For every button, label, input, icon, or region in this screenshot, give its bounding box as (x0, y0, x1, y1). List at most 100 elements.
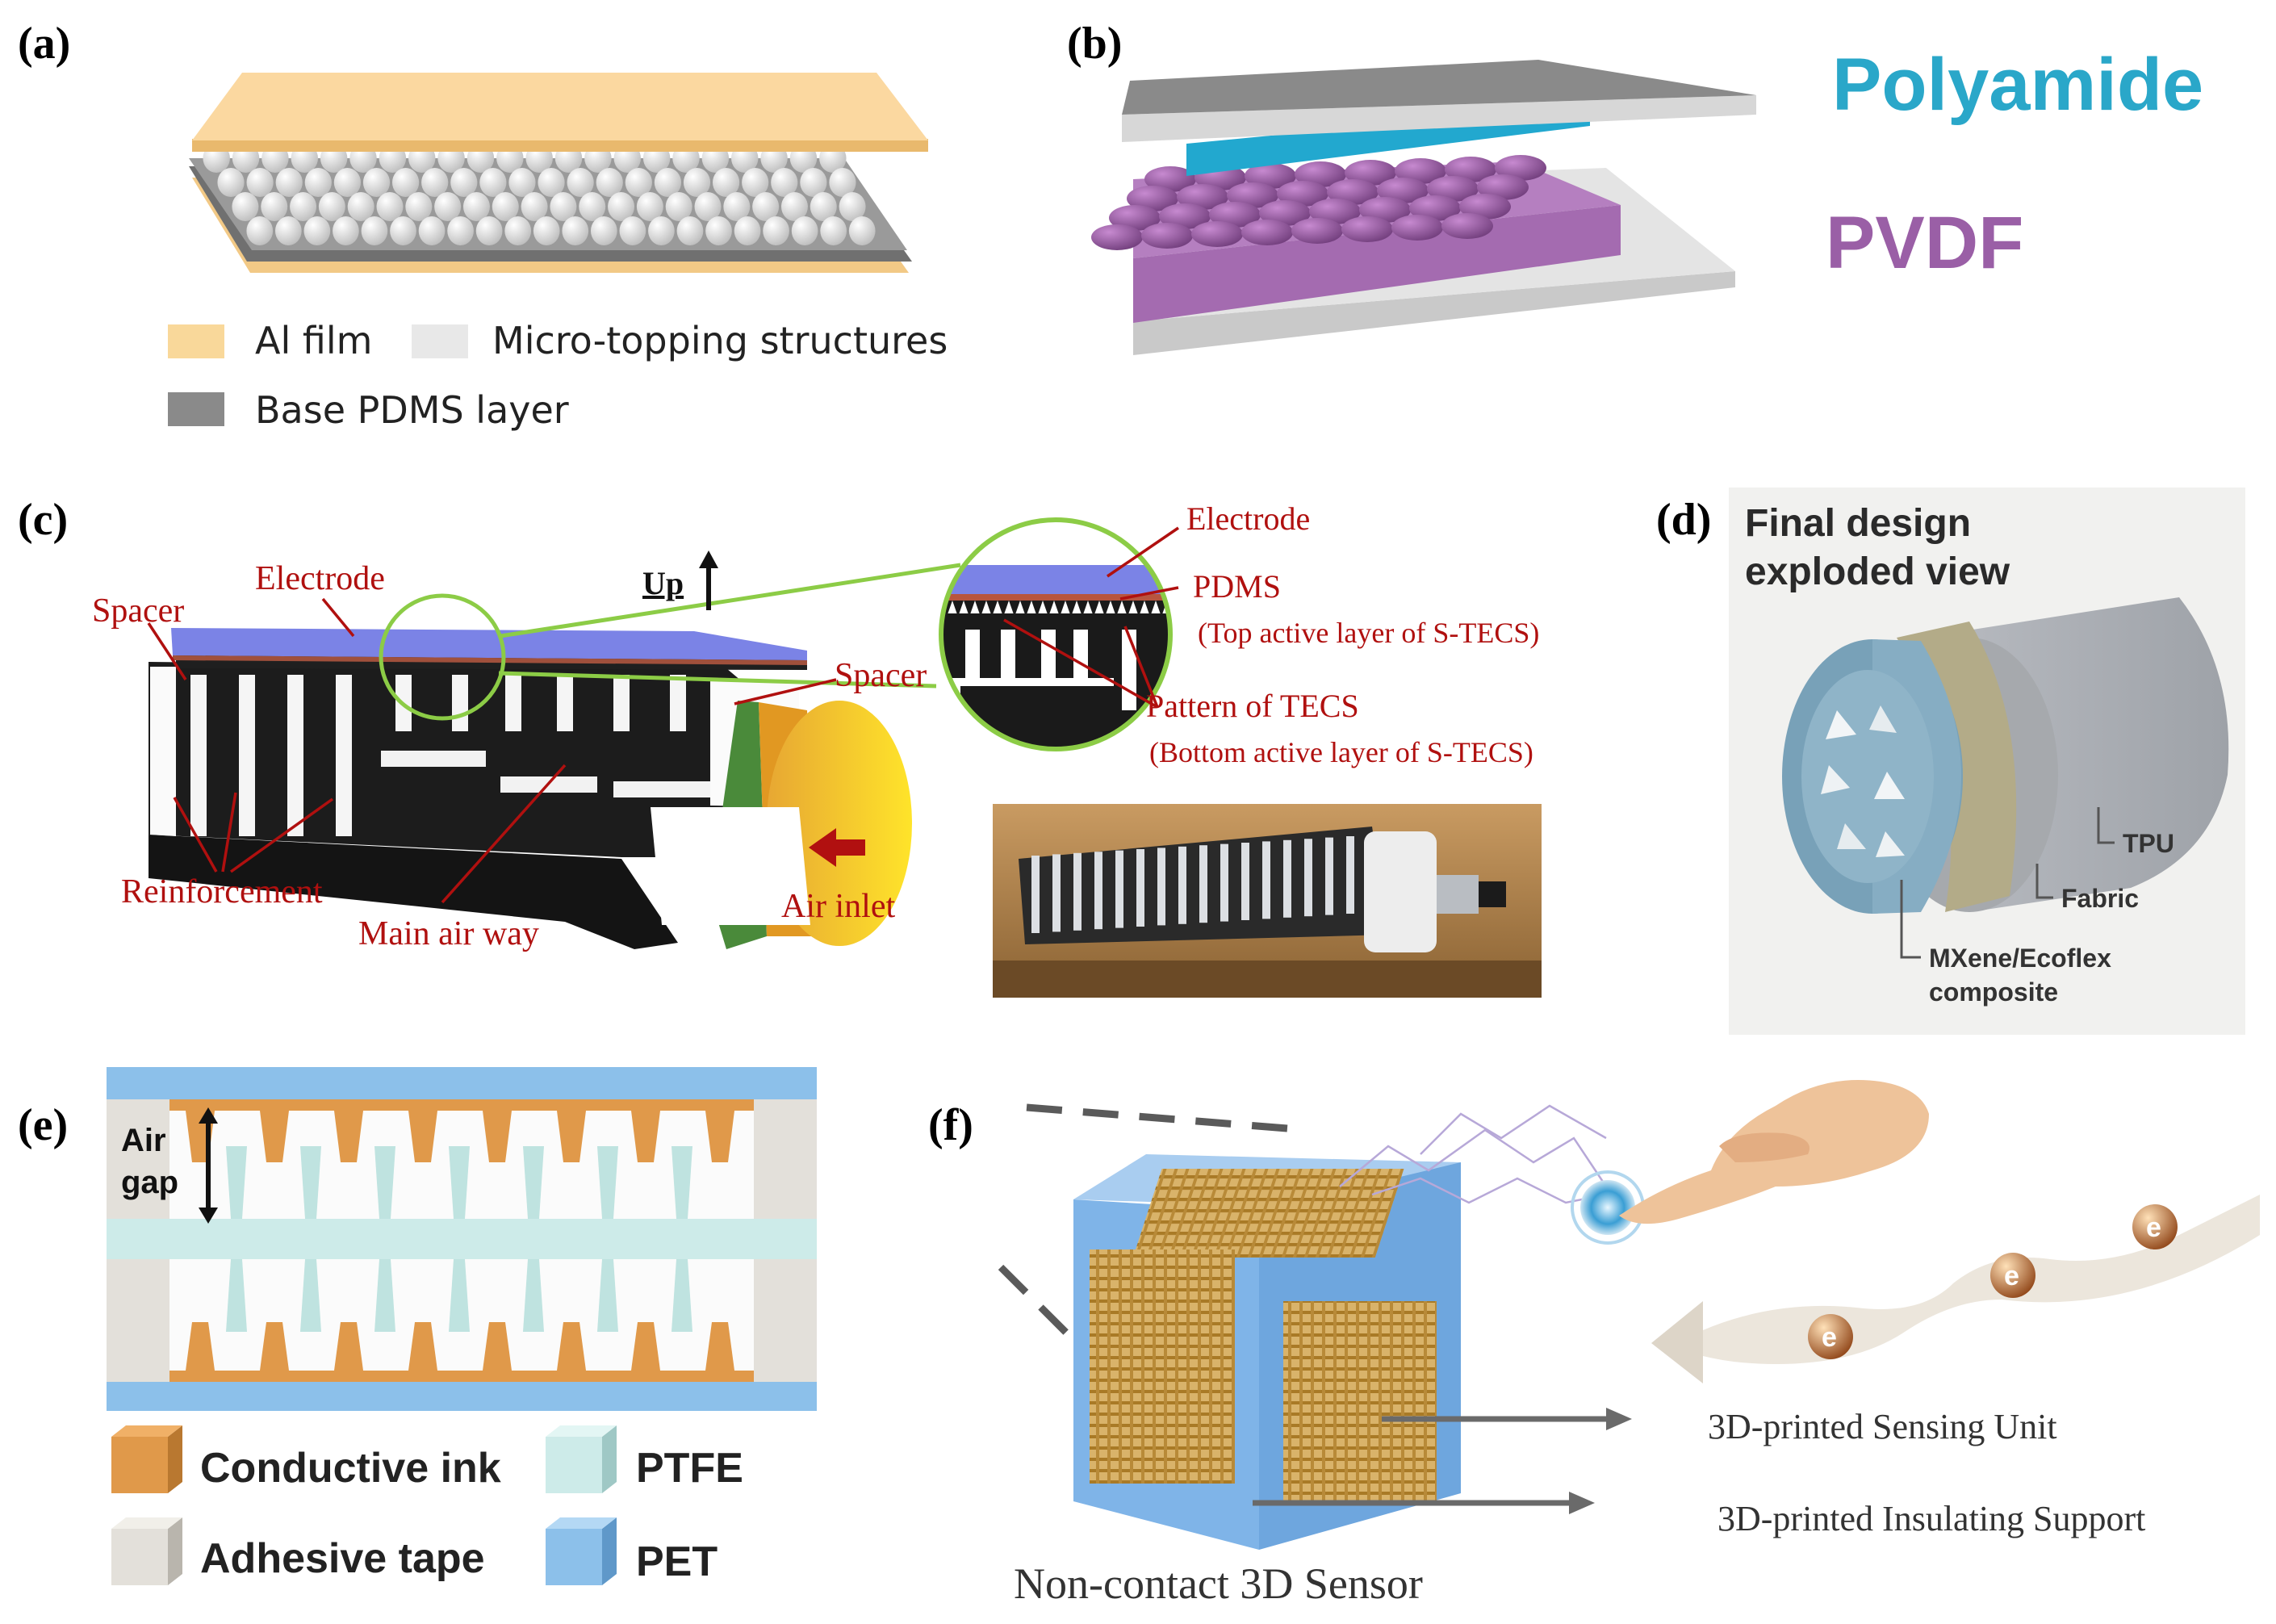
label-pdms: PDMS (1193, 568, 1281, 605)
photo-fin (1220, 843, 1228, 922)
pdms-tooth (1077, 601, 1088, 617)
pvdf-bump (1277, 181, 1328, 207)
micro-sphere (376, 192, 404, 221)
ink-cone-top (557, 1111, 586, 1162)
label-reinforcement: Reinforcement (121, 873, 323, 910)
ptfe-cone-top (449, 1146, 470, 1219)
support-arrow (1253, 1492, 1595, 1514)
micro-sphere (848, 216, 876, 245)
ink-bottom-strip (169, 1371, 754, 1382)
micro-sphere (347, 192, 374, 221)
micro-sphere (705, 216, 732, 245)
legend-tape-label: Adhesive tape (200, 1535, 485, 1582)
electrode-edge (173, 655, 807, 665)
pdms-tooth (1043, 601, 1054, 617)
label-air-inlet: Air inlet (781, 888, 895, 925)
pdms-tooth (1099, 601, 1111, 617)
micro-sphere (304, 168, 332, 197)
micro-sphere (462, 192, 490, 221)
pvdf-bump (1227, 182, 1278, 208)
comb-fin (613, 675, 630, 731)
micro-sphere (752, 192, 780, 221)
pdms-tooth (1054, 601, 1065, 617)
pvdf-bump (1341, 216, 1393, 242)
ink-cone-top (408, 1111, 437, 1162)
label-tpu: TPU (2123, 829, 2174, 858)
micro-sphere (232, 192, 259, 221)
pdms-tooth (1031, 601, 1043, 617)
micro-sphere (648, 216, 675, 245)
photo-fin (1262, 841, 1270, 919)
pvdf-bump (1245, 163, 1296, 189)
pvdf-bump (1427, 176, 1479, 202)
ptfe-cone-bottom (226, 1259, 247, 1332)
micro-sphere (771, 168, 798, 197)
legend-swatch-al (168, 324, 224, 358)
micro-sphere (665, 192, 692, 221)
ink-cone-bottom (260, 1322, 289, 1371)
panel-a: (a) Al film Micro-topping structures Bas… (18, 19, 948, 432)
pdms-tooth (1144, 601, 1156, 617)
label-mxene-1: MXene/Ecoflex (1929, 944, 2111, 973)
pvdf-label: PVDF (1826, 202, 2023, 284)
label-spacer-left: Spacer (92, 592, 184, 630)
ptfe-cone-top (374, 1146, 395, 1219)
micro-sphere (421, 168, 449, 197)
zoom-line-bottom (498, 671, 937, 689)
photo-fin (1031, 856, 1040, 933)
electron-label-1: e (1822, 1322, 1837, 1353)
pvdf-bump (1327, 179, 1379, 205)
pvdf-bump (1159, 203, 1211, 229)
pdms-tooth (952, 601, 964, 617)
micro-sphere (450, 168, 478, 197)
micro-sphere (405, 192, 433, 221)
photo-fin (1325, 837, 1333, 915)
micro-sphere (533, 216, 560, 245)
micro-sphere (550, 192, 577, 221)
ink-cone-bottom (334, 1322, 363, 1371)
panel-d-title-2: exploded view (1745, 550, 2010, 593)
panel-e-tag: (e) (18, 1100, 68, 1150)
micro-sphere (654, 168, 682, 197)
cone-array (186, 1111, 734, 1371)
ink-cone-top (483, 1111, 512, 1162)
pdms-tooth (975, 601, 986, 617)
photo-fin (1115, 850, 1123, 928)
micro-sphere (579, 192, 606, 221)
ptfe-cone-top (597, 1146, 618, 1219)
panel-b-tag: (b) (1067, 19, 1122, 69)
ptfe-cone-top (226, 1146, 247, 1219)
photo-fin (1283, 839, 1291, 918)
electron-arrow-head-icon (1651, 1301, 1703, 1383)
label-pdms-sub: (Top active layer of S-TECS) (1198, 617, 1539, 649)
zoom-line-top (500, 563, 961, 638)
pvdf-bump (1295, 161, 1346, 187)
micro-sphere (504, 216, 532, 245)
panel-e: (e) Air gap Conductive ink PTFE (18, 1067, 817, 1585)
sensing-grid-right (1283, 1301, 1437, 1503)
body-base (149, 835, 678, 949)
electron-3 (2132, 1204, 2178, 1249)
sensing-grid-left (1090, 1249, 1235, 1484)
label-spacer-right: Spacer (835, 657, 927, 694)
panel-d: (d) Final design exploded view TPU Fabri… (1656, 488, 2245, 1035)
sensing-grid-top (1132, 1169, 1404, 1258)
micro-sphere (676, 216, 704, 245)
pvdf-bump (1241, 220, 1293, 245)
ink-cone-top (705, 1111, 734, 1162)
micro-sphere (333, 216, 359, 245)
legend-pet-label: PET (636, 1538, 718, 1585)
ptfe-cone-bottom (449, 1259, 470, 1332)
legend-pdms-label: Base PDMS layer (255, 388, 569, 432)
legend-micro-label: Micro-topping structures (492, 319, 948, 362)
micro-sphere (538, 168, 565, 197)
air-inlet-arrow (809, 828, 865, 867)
hand-thumb (1719, 1132, 1810, 1162)
panel-d-tag: (d) (1656, 495, 1711, 545)
pet-middle (107, 1219, 817, 1259)
ptfe-cone-bottom (300, 1259, 321, 1332)
ptfe-cone-top (672, 1146, 692, 1219)
pvdf-bump (1259, 200, 1311, 226)
air-gap-label-1: Air (121, 1123, 166, 1158)
micro-sphere (246, 168, 274, 197)
